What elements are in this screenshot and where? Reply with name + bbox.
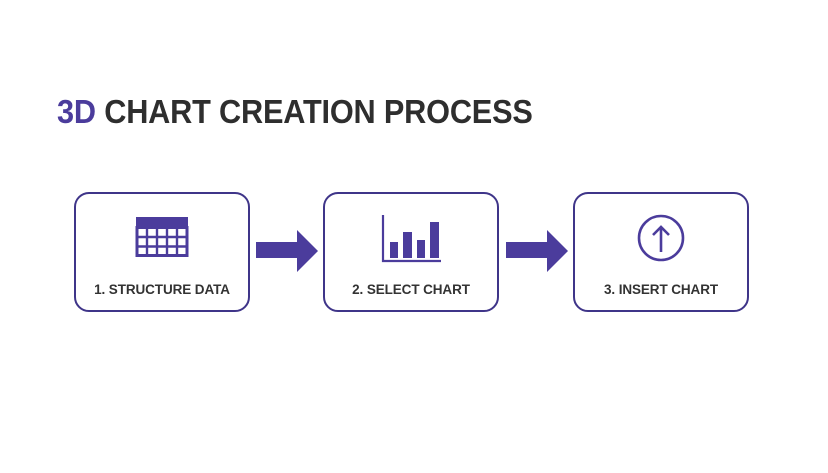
step-label: 1. STRUCTURE DATA	[94, 282, 230, 297]
step-structure-data: 1. STRUCTURE DATA	[74, 192, 250, 312]
step-label: 2. SELECT CHART	[352, 282, 470, 297]
title-text: CHART CREATION PROCESS	[95, 93, 533, 130]
arrow-right-icon	[505, 229, 569, 273]
arrow-right-icon	[255, 229, 319, 273]
title-accent: 3D	[57, 93, 96, 130]
page-title: 3D CHART CREATION PROCESS	[57, 92, 533, 132]
bar-chart-icon	[379, 210, 443, 266]
step-insert-chart: 3. INSERT CHART	[573, 192, 749, 312]
step-label: 3. INSERT CHART	[603, 282, 718, 297]
step-select-chart: 2. SELECT CHART	[323, 192, 499, 312]
upload-circle-icon	[629, 210, 693, 266]
table-icon	[130, 210, 194, 266]
